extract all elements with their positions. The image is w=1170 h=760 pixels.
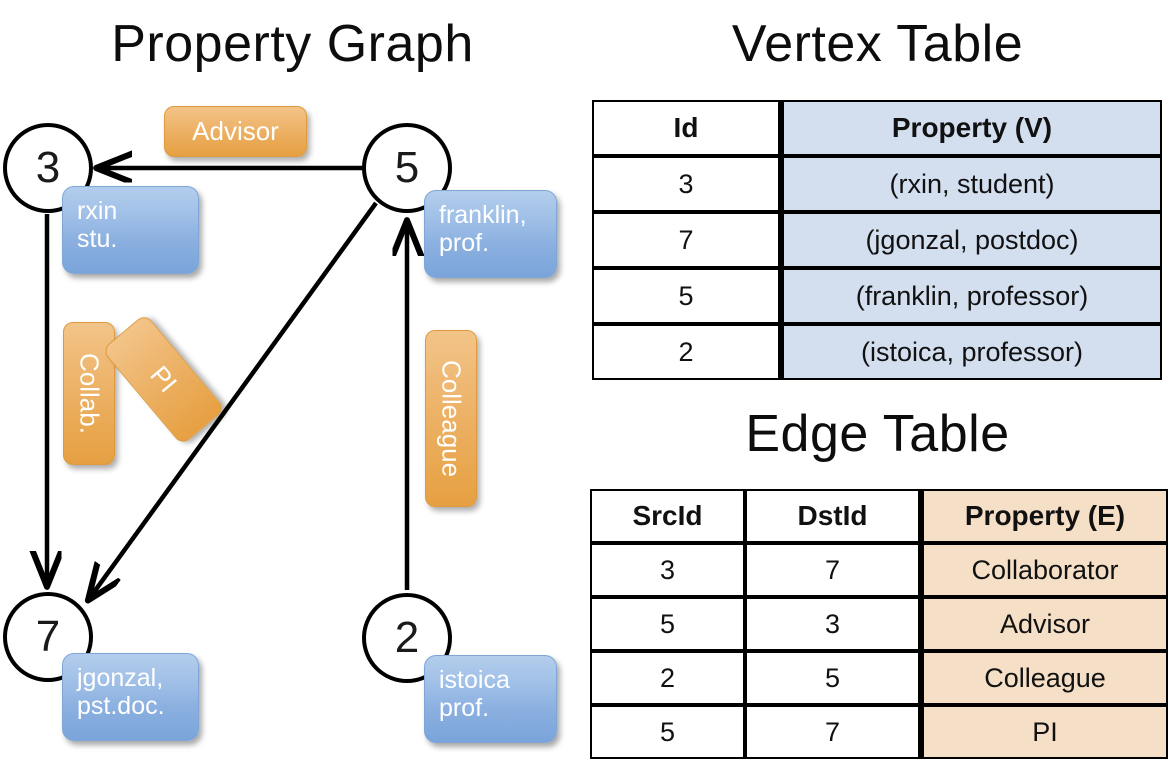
edge-label-advisor: Advisor	[164, 106, 307, 157]
node-property-box-2: istoica prof.	[424, 655, 557, 743]
cell-id: 7	[592, 212, 780, 268]
edge-label-text: PI	[144, 360, 184, 399]
cell-srcid: 3	[590, 543, 745, 597]
table-row: 2 (istoica, professor)	[592, 324, 1162, 380]
property-graph-diagram: 3 5 7 2 rxin stu. franklin, prof. jgonza…	[0, 0, 585, 760]
cell-property: (jgonzal, postdoc)	[780, 212, 1162, 268]
node-property-line-1: jgonzal,	[77, 664, 164, 692]
node-property-line-1: istoica	[439, 666, 510, 694]
page-title-vertex-table: Vertex Table	[731, 15, 1024, 73]
node-property-line-2: pst.doc.	[77, 692, 165, 720]
page-title-property-graph: Property Graph	[111, 15, 474, 73]
cell-dstid: 3	[745, 597, 920, 651]
cell-dstid: 7	[745, 543, 920, 597]
node-property-box-3: rxin stu.	[62, 186, 199, 274]
table-row: 5 3 Advisor	[590, 597, 1168, 651]
cell-property: (rxin, student)	[780, 156, 1162, 212]
table-header-row: SrcId DstId Property (E)	[590, 489, 1168, 543]
graph-edges-svg	[0, 0, 585, 760]
cell-property: Collaborator	[920, 543, 1168, 597]
cell-property: Colleague	[920, 651, 1168, 705]
table-row: 3 7 Collaborator	[590, 543, 1168, 597]
edge-label-colleague: Colleague	[425, 330, 477, 507]
cell-dstid: 5	[745, 651, 920, 705]
cell-srcid: 5	[590, 705, 745, 759]
cell-property: Advisor	[920, 597, 1168, 651]
cell-property: (franklin, professor)	[780, 268, 1162, 324]
table-header-row: Id Property (V)	[592, 100, 1162, 156]
edge-label-collab: Collab.	[63, 322, 115, 465]
node-property-box-7: jgonzal, pst.doc.	[62, 653, 199, 741]
cell-property: PI	[920, 705, 1168, 759]
column-header-id: Id	[592, 100, 780, 156]
edge-label-text: Colleague	[436, 359, 467, 478]
cell-id: 2	[592, 324, 780, 380]
cell-srcid: 5	[590, 597, 745, 651]
table-row: 2 5 Colleague	[590, 651, 1168, 705]
column-header-dstid: DstId	[745, 489, 920, 543]
graph-node-5[interactable]: 5	[362, 123, 452, 213]
cell-srcid: 2	[590, 651, 745, 705]
node-property-line-2: prof.	[439, 694, 490, 722]
vertex-table: Id Property (V) 3 (rxin, student) 7 (jgo…	[592, 100, 1162, 380]
page-title-edge-table: Edge Table	[745, 405, 1010, 463]
cell-dstid: 7	[745, 705, 920, 759]
table-row: 3 (rxin, student)	[592, 156, 1162, 212]
column-header-property: Property (V)	[780, 100, 1162, 156]
cell-id: 3	[592, 156, 780, 212]
graph-node-2[interactable]: 2	[362, 593, 452, 683]
table-row: 7 (jgonzal, postdoc)	[592, 212, 1162, 268]
table-row: 5 7 PI	[590, 705, 1168, 759]
node-property-line-1: franklin,	[439, 201, 527, 229]
edge-label-text: Advisor	[192, 116, 279, 146]
cell-id: 5	[592, 268, 780, 324]
column-header-srcid: SrcId	[590, 489, 745, 543]
node-property-box-5: franklin, prof.	[424, 190, 557, 278]
edge-table: SrcId DstId Property (E) 3 7 Collaborato…	[590, 489, 1168, 759]
cell-property: (istoica, professor)	[780, 324, 1162, 380]
node-property-line-2: stu.	[77, 225, 118, 253]
edge-label-text: Collab.	[74, 353, 105, 434]
edge-pi-5-to-7	[89, 201, 378, 599]
table-row: 5 (franklin, professor)	[592, 268, 1162, 324]
column-header-property: Property (E)	[920, 489, 1168, 543]
node-property-line-1: rxin	[77, 197, 118, 225]
node-property-line-2: prof.	[439, 229, 490, 257]
